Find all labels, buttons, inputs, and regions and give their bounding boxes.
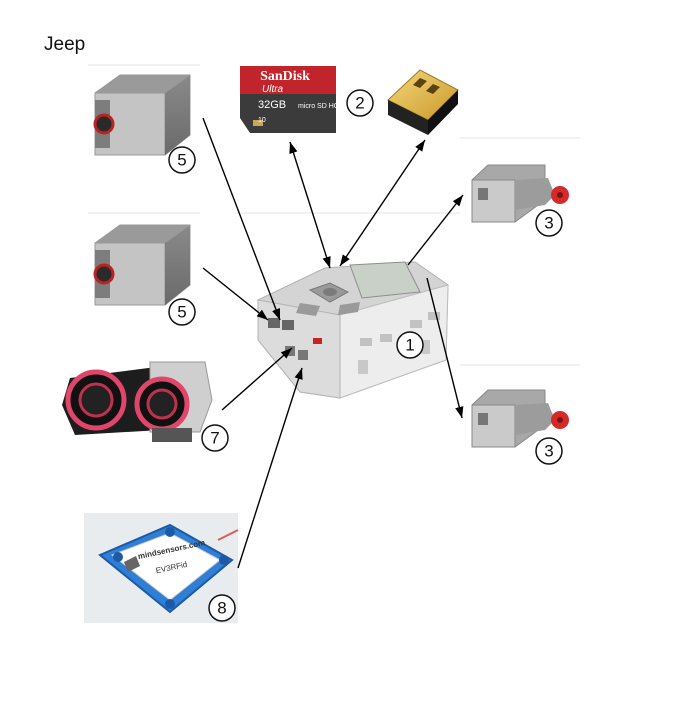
sd-capacity-text: 32GB: [258, 99, 286, 111]
page-title: Jeep: [44, 34, 86, 55]
callout-motor-top: 3: [535, 209, 563, 237]
callout-color-sensor-bottom: 5: [168, 298, 196, 326]
color-sensor-top-image: [93, 74, 191, 156]
callout-storage: 2: [346, 89, 374, 117]
arrow-ultrasonic-sensor: [221, 347, 293, 411]
callout-brick-number: 1: [405, 336, 414, 355]
sd-brand-text: SanDisk: [260, 69, 310, 84]
callout-color-sensor-bottom-number: 5: [177, 303, 186, 322]
sd-class-text: 10: [258, 117, 266, 124]
callout-motor-top-number: 3: [544, 214, 553, 233]
callout-motor-bottom: 3: [535, 437, 563, 465]
arrow-usb-dongle: [339, 139, 426, 267]
arrow-sd-card: [289, 141, 331, 269]
callout-color-sensor-top: 5: [168, 146, 196, 174]
callout-motor-bottom-number: 3: [544, 442, 553, 461]
ev3-brick-image: [256, 261, 450, 399]
arrow-motor-bottom: [426, 277, 464, 419]
callout-color-sensor-top-number: 5: [177, 151, 186, 170]
callout-ultrasonic-sensor-number: 7: [210, 429, 219, 448]
callout-brick: 1: [396, 331, 424, 359]
sd-line-text: Ultra: [262, 84, 284, 95]
arrow-color-sensor-bottom: [202, 267, 269, 321]
color-sensor-bottom-image: [93, 224, 191, 306]
arrow-color-sensor-top: [202, 117, 281, 321]
arrow-motor-top: [407, 194, 464, 266]
sd-card-image: [240, 66, 336, 133]
callout-ultrasonic-sensor: 7: [201, 424, 229, 452]
motor-bottom-image: [471, 389, 569, 448]
usb-dongle-image: [387, 69, 459, 135]
motor-top-image: [471, 164, 569, 223]
ultrasonic-sensor-image: [62, 361, 213, 442]
callout-storage-number: 2: [355, 94, 364, 113]
callout-rfid-sensor-number: 8: [217, 599, 226, 618]
arrow-rfid-sensor: [237, 367, 303, 569]
callout-rfid-sensor: 8: [208, 594, 236, 622]
sd-format-text: micro SD HC I: [298, 103, 343, 110]
